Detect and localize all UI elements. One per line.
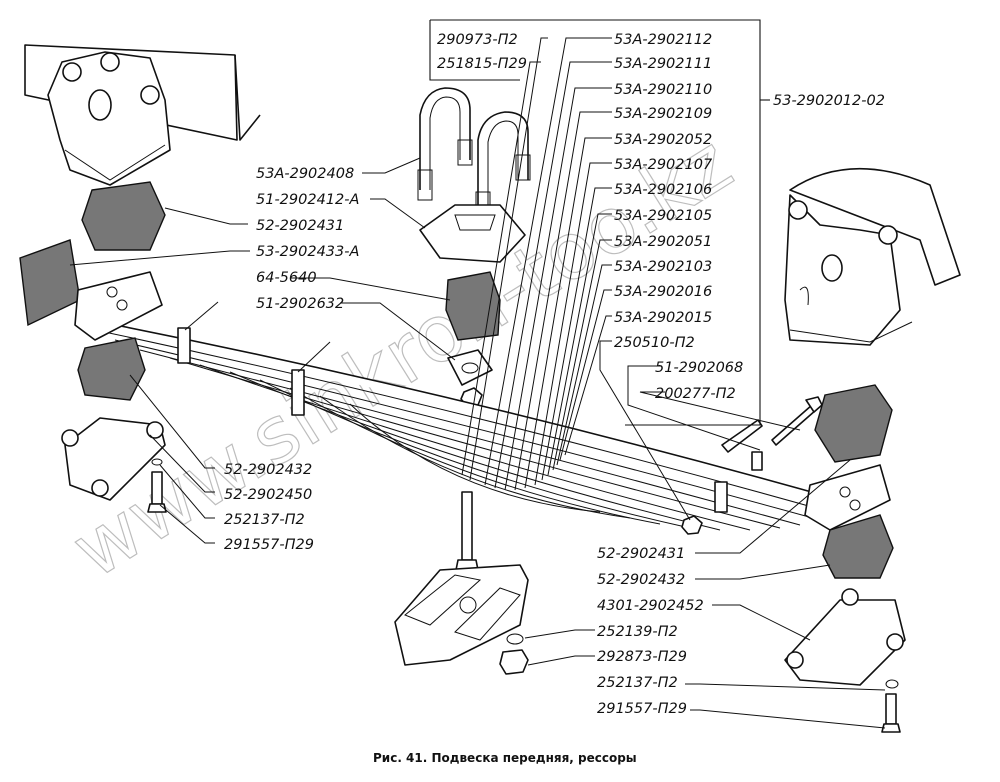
label-right-lower: 252139-П2 <box>597 624 678 640</box>
label-251815-p29: 251815-П29 <box>437 56 527 72</box>
bumper-nut <box>681 515 703 535</box>
rubber-pad-lower-right <box>822 514 894 579</box>
leaf-label: 53А-2902111 <box>614 56 712 72</box>
label-right-lower: 292873-П29 <box>597 649 687 665</box>
leaf-label: 53А-2902110 <box>614 82 712 98</box>
rubber-pad-upper-right <box>814 384 893 463</box>
leaf-label: 53А-2902107 <box>614 157 713 173</box>
leaf-label: 53А-2902105 <box>614 208 712 224</box>
label-left-upper: 53А-2902408 <box>256 166 354 182</box>
leaf-label: 53А-2902106 <box>614 182 712 198</box>
axle-spring-pad <box>394 564 529 666</box>
leaf-label: 53А-2902016 <box>614 284 712 300</box>
lock-washer <box>506 633 524 645</box>
label-left-lower: 52-2902450 <box>224 487 312 503</box>
label-box-leaves <box>430 19 761 426</box>
label-right-lower: 52-2902432 <box>597 572 685 588</box>
label-left-upper: 51-2902412-А <box>256 192 359 208</box>
label-left-lower: 252137-П2 <box>224 512 305 528</box>
nut <box>499 649 529 675</box>
leaf-label: 250510-П2 <box>614 335 695 351</box>
bolt-right <box>881 679 901 733</box>
front-spring-bracket-left <box>24 44 261 186</box>
label-left-upper: 52-2902431 <box>256 218 344 234</box>
u-bolt-saddle <box>419 204 526 263</box>
leaf-label: 51-2902068 <box>655 360 743 376</box>
rear-spring-bracket-right <box>784 167 961 346</box>
right-leader-lines <box>524 459 886 729</box>
label-left-upper: 64-5640 <box>256 270 317 286</box>
leaf-spring-pack <box>74 271 891 531</box>
leaf-label: 53А-2902103 <box>614 259 712 275</box>
label-right-lower: 52-2902431 <box>597 546 685 562</box>
cushion-cup-right <box>784 588 906 686</box>
cushion-cup-left <box>61 417 166 501</box>
u-bolts <box>417 87 531 223</box>
label-box-fasteners <box>429 20 520 81</box>
label-left-lower: 291557-П29 <box>224 537 314 553</box>
rubber-pad-upper <box>81 181 166 251</box>
leaf-label: 53А-2902051 <box>614 234 712 250</box>
figure-caption: Рис. 41. Подвеска передняя, рессоры <box>373 751 637 765</box>
label-left-upper: 51-2902632 <box>256 296 344 312</box>
leaf-label: 53А-2902015 <box>614 310 712 326</box>
leaf-label: 53А-2902052 <box>614 132 712 148</box>
rebound-bumper <box>445 271 501 341</box>
shackle-pin <box>721 419 763 453</box>
label-assembly: 53-2902012-02 <box>773 93 885 109</box>
center-bolt <box>461 491 473 561</box>
rubber-pad-lower-left <box>77 337 146 401</box>
label-right-lower: 252137-П2 <box>597 675 678 691</box>
label-290973-p2: 290973-П2 <box>437 32 518 48</box>
leaf-leader-lines <box>461 37 801 521</box>
leaf-label: 53А-2902109 <box>614 106 712 122</box>
leaf-label: 200277-П2 <box>655 386 736 402</box>
bolt-left <box>147 458 167 513</box>
label-right-lower: 291557-П29 <box>597 701 687 717</box>
label-left-lower: 52-2902432 <box>224 462 312 478</box>
label-right-lower: 4301-2902452 <box>597 598 704 614</box>
label-left-upper: 53-2902433-А <box>256 244 359 260</box>
leaf-label: 53А-2902112 <box>614 32 712 48</box>
left-leader-lines <box>69 157 456 544</box>
rubber-pad-plate <box>19 239 81 327</box>
